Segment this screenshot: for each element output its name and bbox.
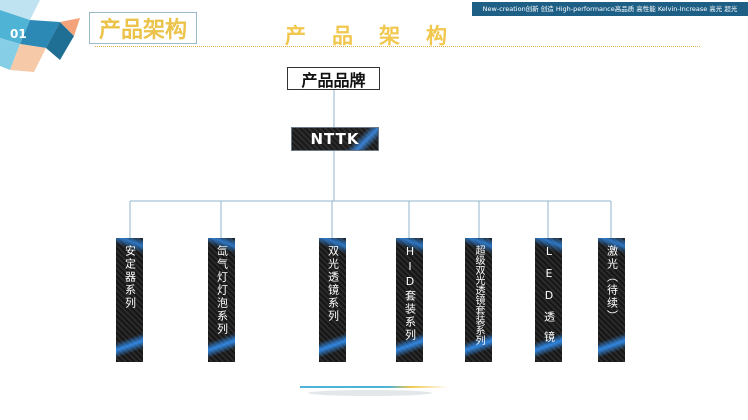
section-number: 01 [10,27,27,41]
tree-child-node: LED透镜 [535,238,562,362]
logo-mark: 01 [0,0,90,78]
bottom-decoration [300,386,448,396]
tree-root-node: 产品品牌 [287,67,380,90]
section-title-box: 产品架构 [89,12,197,44]
tree-child-node: 激光（待续） [598,238,625,362]
node-label: HID套装系列 [403,245,417,342]
tree-child-node: 双光透镜系列 [319,238,346,362]
brand-node: NTTK [291,127,379,151]
node-label: 激光（待续） [605,245,619,323]
tree-child-node: 氙气灯灯泡系列 [208,238,235,362]
title-divider [95,46,700,47]
node-label: LED透镜 [542,245,556,351]
section-title: 产品架构 [98,18,187,43]
tree-child-node: 安定器系列 [116,238,143,362]
node-label: 氙气灯灯泡系列 [215,245,229,336]
node-label: 双光透镜系列 [326,245,340,323]
tagline-banner: New-creation创新 创造 High-performance高品质 高性… [472,2,748,16]
node-label: 安定器系列 [123,245,137,310]
tree-child-node: 超级双光透镜套装系列 [465,238,492,362]
page-title: 产品架构 [285,24,473,48]
tree-child-node: HID套装系列 [396,238,423,362]
node-label: 超级双光透镜套装系列 [473,245,484,345]
